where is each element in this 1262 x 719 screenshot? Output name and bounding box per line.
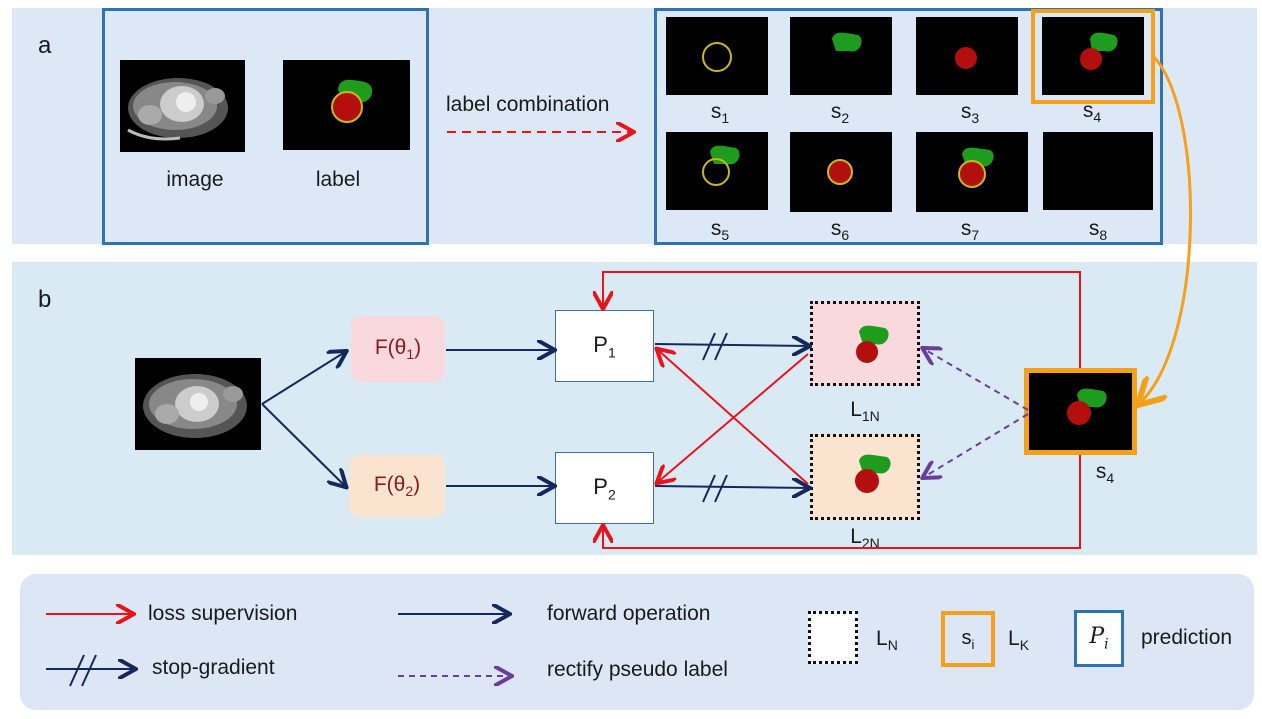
label-caption: label bbox=[315, 168, 361, 191]
panel-b-letter: b bbox=[38, 286, 52, 313]
s4-highlight-frame bbox=[1031, 9, 1155, 104]
caption-s4-b: s4 bbox=[1095, 460, 1115, 487]
subset-s3 bbox=[916, 17, 1018, 95]
input-frame bbox=[102, 8, 429, 245]
caption-s4: s4 bbox=[1082, 99, 1102, 126]
image-caption: image bbox=[166, 168, 224, 191]
caption-s7: s7 bbox=[960, 217, 980, 244]
legend-stop-mark-b bbox=[81, 654, 97, 687]
p2-to-l2n-arrow bbox=[654, 486, 808, 488]
input-to-f2-arrow bbox=[261, 403, 345, 486]
input-to-f1-arrow bbox=[261, 352, 345, 405]
mri-image bbox=[120, 60, 245, 152]
stop-gradient-mark-2a bbox=[702, 474, 716, 503]
stop-gradient-mark-1a bbox=[702, 332, 716, 361]
caption-s5: s5 bbox=[710, 217, 730, 244]
legend-background bbox=[20, 574, 1254, 710]
prediction-p1: P1 bbox=[555, 310, 654, 382]
selected-subset-s4 bbox=[1024, 368, 1137, 455]
model-f-theta1: F(θ1) bbox=[351, 316, 445, 382]
s4-to-p1-arrow bbox=[603, 271, 1081, 368]
stop-gradient-mark-1b bbox=[714, 332, 728, 361]
input-mri-image bbox=[135, 358, 261, 450]
caption-s1: s1 bbox=[710, 100, 730, 127]
s4-rectify-l1n-arrow bbox=[924, 349, 1029, 411]
legend-rectify-label: rectify pseudo label bbox=[547, 658, 728, 681]
label-combination-text: label combination bbox=[446, 93, 610, 116]
label-mask bbox=[283, 60, 410, 150]
subset-s6 bbox=[790, 132, 892, 212]
subset-s2 bbox=[790, 17, 892, 95]
pseudo-label-l2n bbox=[810, 434, 920, 520]
caption-l1n: L1N bbox=[850, 398, 880, 425]
legend-prediction-label: prediction bbox=[1141, 626, 1233, 649]
subset-s1 bbox=[666, 17, 768, 95]
caption-s6: s6 bbox=[830, 217, 850, 244]
legend-loss-label: loss supervision bbox=[148, 602, 298, 625]
subset-s7 bbox=[916, 132, 1028, 212]
legend-ln-label: LN bbox=[876, 627, 898, 654]
s4-to-p2-arrow bbox=[603, 455, 1081, 549]
subsets-frame bbox=[654, 8, 1163, 245]
s4-transfer-arrow bbox=[1140, 54, 1192, 403]
stop-gradient-mark-2b bbox=[714, 474, 728, 503]
legend-pi-swatch: Pi bbox=[1074, 610, 1124, 667]
l2n-to-p1-arrow bbox=[658, 350, 809, 485]
caption-s3: s3 bbox=[960, 100, 980, 127]
p1-to-l1n-arrow bbox=[654, 344, 808, 346]
legend-stop-label: stop-gradient bbox=[152, 656, 275, 679]
legend-lk-label: LK bbox=[1008, 627, 1030, 654]
subset-s4 bbox=[1042, 17, 1144, 95]
legend-ln-swatch bbox=[808, 611, 858, 664]
caption-s2: s2 bbox=[830, 100, 850, 127]
legend-stop-mark-a bbox=[69, 654, 85, 687]
caption-s8: s8 bbox=[1088, 217, 1108, 244]
model-f-theta2: F(θ2) bbox=[349, 455, 445, 517]
subset-s8 bbox=[1043, 132, 1153, 210]
legend-forward-label: forward operation bbox=[547, 602, 711, 625]
subset-s5 bbox=[666, 132, 768, 210]
panel-a-letter: a bbox=[38, 32, 52, 59]
pseudo-label-l1n bbox=[810, 301, 920, 386]
legend-si-swatch: si bbox=[941, 611, 995, 667]
s4-rectify-l2n-arrow bbox=[924, 413, 1029, 477]
